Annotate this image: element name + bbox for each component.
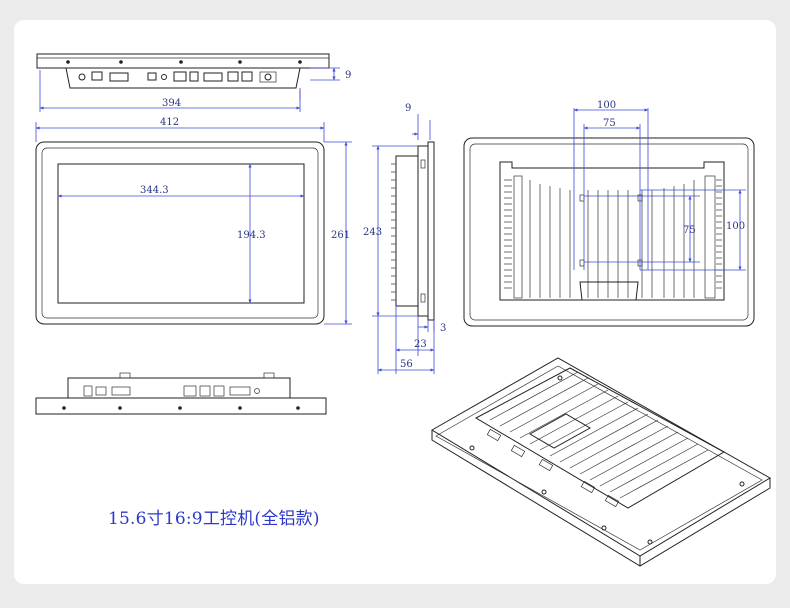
dim-screen-width: 344.3 — [140, 185, 169, 196]
dim-port-width: 394 — [162, 98, 181, 109]
rear-view: 100 75 75 100 — [463, 100, 755, 327]
dim-side-body: 23 — [414, 339, 427, 350]
bottom-view — [35, 372, 327, 415]
dim-side-total: 56 — [400, 359, 413, 370]
dim-side-height: 243 — [363, 227, 382, 238]
dim-side-bezel: 3 — [440, 323, 446, 334]
top-view: 9 394 — [36, 53, 351, 112]
dim-front-height: 261 — [331, 230, 350, 241]
dim-vesa-inner-h: 75 — [603, 118, 616, 129]
dim-vesa-outer-h: 100 — [597, 100, 616, 111]
caption: 15.6寸16:9工控机(全铝款) — [108, 509, 320, 529]
front-view: 412 344.3 194.3 261 — [35, 117, 352, 325]
dim-side-top: 9 — [405, 103, 411, 114]
isometric-view — [431, 357, 771, 567]
dim-vesa-outer-v: 100 — [726, 221, 745, 232]
drawing-card — [14, 20, 776, 584]
dim-front-width: 412 — [160, 117, 179, 128]
side-view: 9 243 — [363, 103, 446, 374]
dim-vesa-inner-v: 75 — [683, 225, 696, 236]
dim-screen-height: 194.3 — [237, 230, 266, 241]
dim-top-depth: 9 — [345, 70, 351, 81]
